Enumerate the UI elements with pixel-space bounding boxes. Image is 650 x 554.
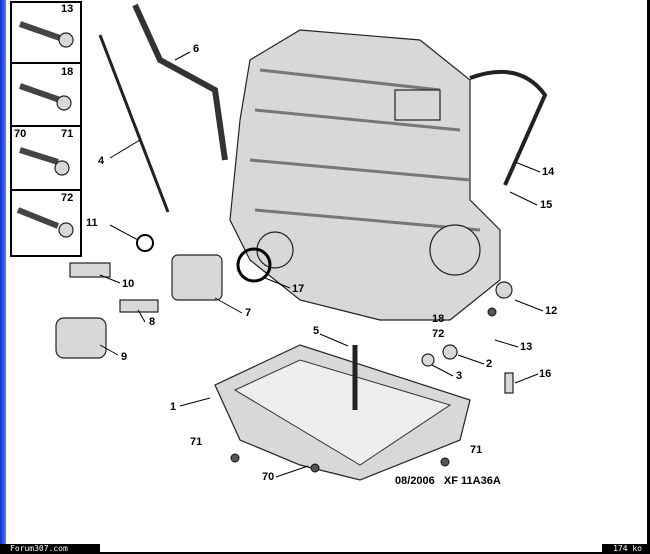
bolt-icon bbox=[16, 207, 74, 238]
callout-label: 12 bbox=[545, 305, 557, 317]
callout-label: 14 bbox=[542, 166, 555, 178]
dipstick bbox=[98, 34, 170, 213]
leader-lines bbox=[99, 51, 544, 478]
callout-label: 72 bbox=[432, 328, 444, 340]
washer bbox=[136, 234, 154, 252]
inset-label: 71 bbox=[61, 128, 73, 140]
callout-label: 18 bbox=[432, 313, 444, 325]
callout-label: 15 bbox=[540, 199, 552, 211]
oil-cooler bbox=[171, 254, 223, 301]
callout-label: 9 bbox=[121, 351, 127, 363]
oil-filter bbox=[55, 317, 107, 359]
callout-label: 11 bbox=[86, 217, 98, 229]
inset-label: 72 bbox=[61, 192, 73, 204]
callout-label: 8 bbox=[149, 316, 155, 328]
seal-ring bbox=[236, 247, 272, 283]
callout-label: 6 bbox=[193, 43, 199, 55]
callout-label: 7 bbox=[245, 307, 251, 319]
bolt-icon bbox=[19, 83, 72, 111]
callout-label: 70 bbox=[262, 471, 274, 483]
callout-label: 4 bbox=[98, 155, 105, 167]
bolt-icon bbox=[19, 147, 70, 176]
callout-label: 71 bbox=[470, 444, 482, 456]
callout-label: 3 bbox=[456, 370, 462, 382]
union-part bbox=[119, 299, 159, 313]
status-bar-gap bbox=[100, 544, 602, 552]
callout-label: 2 bbox=[486, 358, 492, 370]
window-left-border bbox=[0, 0, 6, 544]
callout-label: 5 bbox=[313, 325, 319, 337]
callout-label: 10 bbox=[122, 278, 134, 290]
diagram-reference: 08/2006 XF 11A36A bbox=[395, 475, 501, 487]
engine-block bbox=[229, 29, 501, 321]
callout-label: 17 bbox=[292, 283, 304, 295]
file-size-label: 174 ko bbox=[613, 544, 642, 553]
inset-label: 18 bbox=[61, 66, 73, 78]
callout-label: 1 bbox=[170, 401, 176, 413]
callout-label: 71 bbox=[190, 436, 202, 448]
inset-label: 70 bbox=[14, 128, 26, 140]
window-right-border bbox=[647, 0, 650, 554]
sensor bbox=[469, 69, 548, 186]
dipstick-tube bbox=[132, 3, 228, 161]
inset-label: 13 bbox=[61, 3, 73, 15]
callout-label: 16 bbox=[539, 368, 551, 380]
sensor-part bbox=[69, 262, 111, 278]
callout-label: 13 bbox=[520, 341, 532, 353]
bolt-icon bbox=[19, 21, 74, 48]
bolt-inset-box: 13 18 70 71 72 bbox=[10, 1, 82, 257]
site-label: Forum307.com bbox=[10, 544, 68, 553]
